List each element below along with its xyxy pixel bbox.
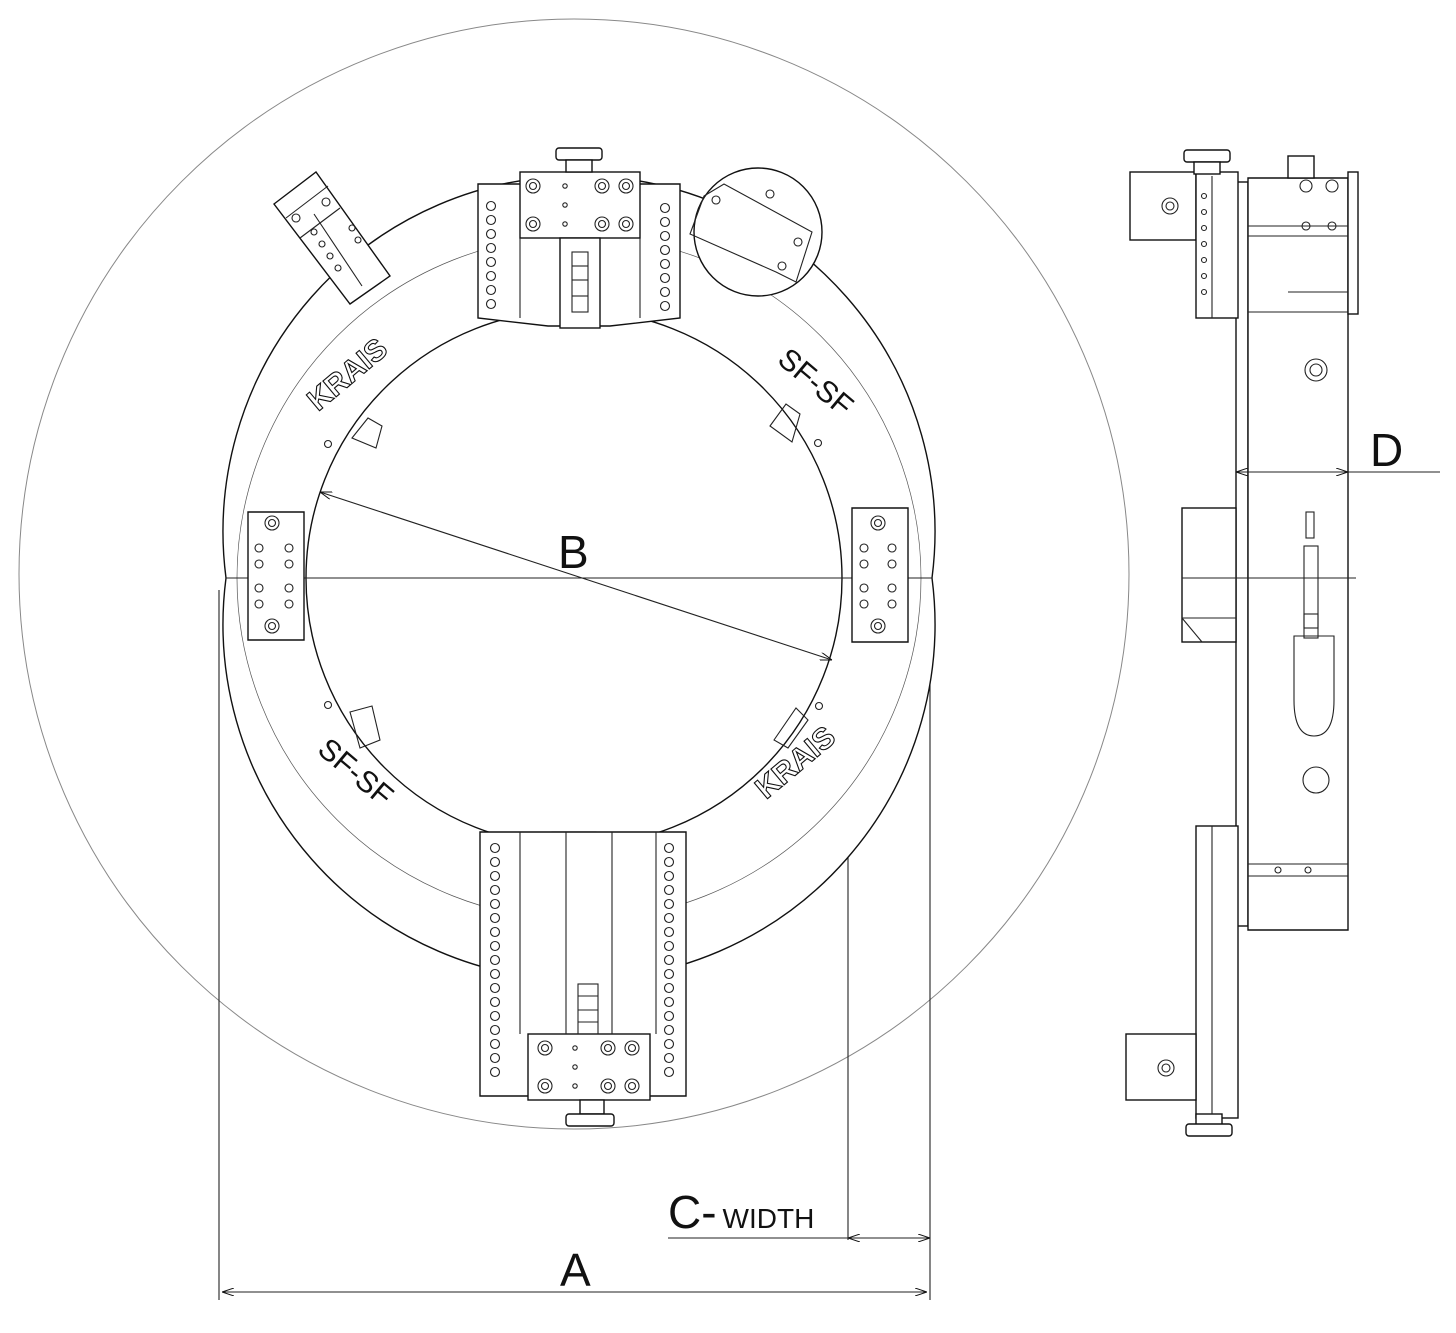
bolt-hole [663, 982, 675, 994]
bolt-hole [663, 898, 675, 910]
left-hinge-block [247, 511, 305, 641]
dimension-d: D [1236, 424, 1440, 476]
bolt-hole [663, 1024, 675, 1036]
dimension-c-label: C-WIDTH [668, 1186, 814, 1238]
feed-knob-top [555, 147, 603, 173]
dimension-d-label: D [1370, 424, 1403, 476]
bolt-hole [663, 842, 675, 854]
dimension-b: B [320, 492, 832, 660]
tool-holder-bracket [273, 171, 391, 305]
bolt-hole [489, 1066, 501, 1078]
bolt-hole [489, 898, 501, 910]
front-view: KRAIS SF-SF SF-SF KRAIS B C-WIDTH A [18, 18, 1130, 1300]
bolt-hole [489, 968, 501, 980]
dimension-b-label: B [558, 526, 589, 578]
bolt-hole [489, 884, 501, 896]
bolt-hole [663, 912, 675, 924]
bolt-hole [489, 954, 501, 966]
bolt-hole [663, 968, 675, 980]
bolt-hole [663, 1038, 675, 1050]
motor-mount [689, 167, 823, 297]
dimension-b-line [320, 492, 832, 660]
bolt-hole [489, 1038, 501, 1050]
dimension-a: A [222, 1244, 927, 1296]
bolt-hole [663, 954, 675, 966]
bolt-hole [489, 870, 501, 882]
top-tool-slide [477, 147, 681, 329]
bolt-hole [663, 1066, 675, 1078]
feed-knob-bottom [565, 1099, 615, 1127]
bolt-hole [489, 912, 501, 924]
side-view: D [1125, 149, 1440, 1137]
ring-holes [323, 438, 824, 711]
bolt-hole [663, 856, 675, 868]
bolt-hole [663, 1010, 675, 1022]
bolt-hole [489, 926, 501, 938]
bolt-hole [489, 1010, 501, 1022]
swing-circle [18, 18, 1130, 1130]
dimension-a-label: A [560, 1244, 591, 1296]
bolt-hole [663, 996, 675, 1008]
bolt-hole [489, 1052, 501, 1064]
bolt-hole [489, 940, 501, 952]
bolt-hole [489, 1024, 501, 1036]
bolt-hole [663, 1052, 675, 1064]
right-hinge-block [851, 507, 909, 643]
bolt-hole [489, 996, 501, 1008]
dimension-c: C-WIDTH [668, 1186, 930, 1238]
bolt-hole [663, 940, 675, 952]
bolt-hole [489, 842, 501, 854]
bolt-hole [489, 856, 501, 868]
bolt-hole [663, 926, 675, 938]
bottom-tool-slide [479, 831, 687, 1127]
bolt-hole [663, 884, 675, 896]
bolt-hole [489, 982, 501, 994]
bolt-hole [663, 870, 675, 882]
